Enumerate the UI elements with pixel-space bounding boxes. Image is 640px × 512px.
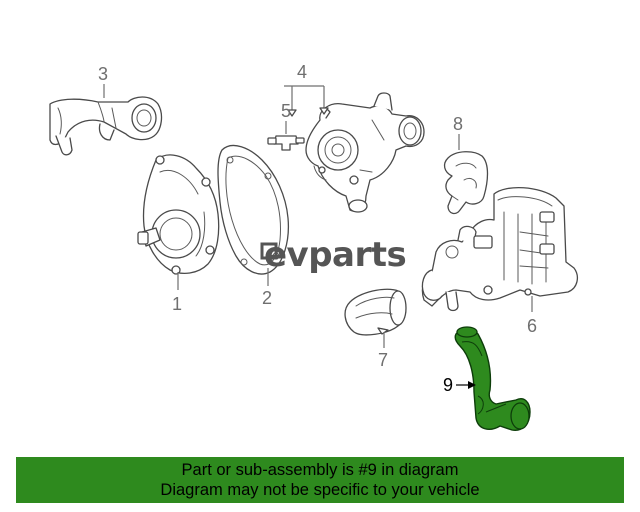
callout-6: 6 (527, 316, 537, 336)
callout-1: 1 (172, 294, 182, 314)
leader-4-arrow (287, 109, 297, 117)
part-6-housing-assembly[interactable] (421, 186, 579, 312)
callout-9: 9 (443, 375, 453, 395)
banner-line-2: Diagram may not be specific to your vehi… (160, 481, 480, 499)
part-3-coolant-pipe[interactable] (49, 96, 163, 156)
banner-line-1: Part or sub-assembly is #9 in diagram (181, 461, 459, 479)
callout-7: 7 (378, 350, 388, 370)
leader-4 (284, 85, 325, 112)
callout-5: 5 (281, 101, 291, 121)
leader-9-arrow (468, 381, 476, 389)
evparts-logo: evparts (260, 235, 407, 275)
watermark-text: evparts (264, 235, 406, 275)
leader-4-arrow-b (319, 107, 329, 115)
part-5-temperature-sensor[interactable] (267, 135, 305, 151)
part-1-water-pump[interactable] (137, 154, 220, 275)
callout-4: 4 (297, 62, 307, 82)
part-8-coolant-hose[interactable] (443, 151, 489, 215)
info-banner: Part or sub-assembly is #9 in diagram Di… (16, 457, 624, 503)
part-4-thermostat-housing[interactable] (305, 92, 425, 213)
callout-8: 8 (453, 114, 463, 134)
callout-2: 2 (262, 288, 272, 308)
callout-3: 3 (98, 64, 108, 84)
part-7-hose-coupling[interactable] (344, 288, 407, 336)
part-9-coolant-tube[interactable] (454, 326, 531, 431)
